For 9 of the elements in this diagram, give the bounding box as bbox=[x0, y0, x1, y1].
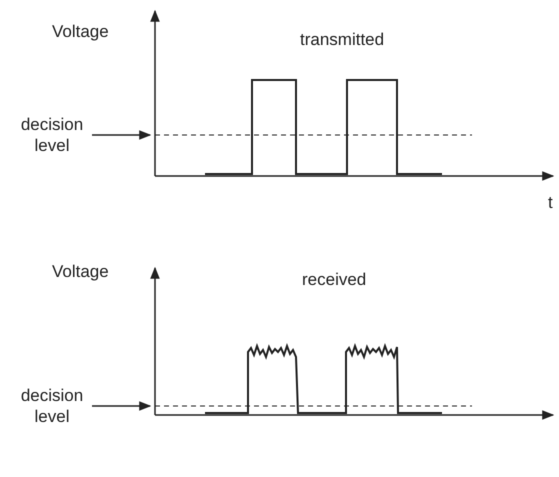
axis-label: transmitted bbox=[300, 30, 384, 50]
axis-label: received bbox=[302, 270, 366, 290]
axis-label: Voltage bbox=[52, 262, 109, 282]
threshold-label: decision level bbox=[12, 385, 92, 427]
arrow bbox=[92, 130, 152, 140]
threshold-label: decision level bbox=[12, 114, 92, 156]
arrow bbox=[92, 401, 152, 411]
axis-label: t bbox=[548, 193, 553, 213]
axis-label: Voltage bbox=[52, 22, 109, 42]
